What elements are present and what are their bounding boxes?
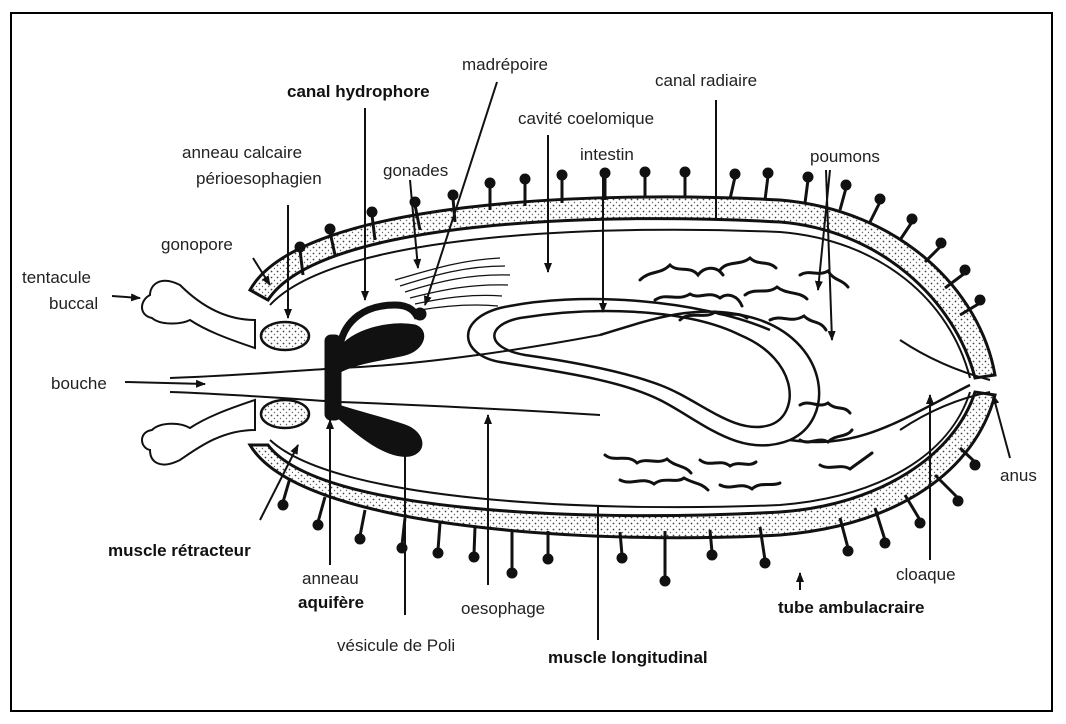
label-intestin: intestin [580, 145, 634, 164]
label-gonades: gonades [383, 161, 448, 180]
label-perioesophagien: périoesophagien [196, 169, 322, 188]
label-bouche: bouche [51, 374, 107, 393]
respiratory-tree-lower [605, 403, 872, 490]
label-gonopore: gonopore [161, 235, 233, 254]
water-vascular-system [325, 305, 426, 456]
label-cloaque: cloaque [896, 565, 956, 584]
label-canal-radiaire: canal radiaire [655, 71, 757, 90]
label-muscle-retracteur: muscle rétracteur [108, 541, 251, 560]
label-madrepoire: madrépoire [462, 55, 548, 74]
buccal-tentacles [142, 281, 255, 465]
calcareous-ring [261, 322, 309, 428]
labels: canal hydrophore madrépoire canal radiai… [22, 55, 1037, 667]
label-cavite-coelomique: cavité coelomique [518, 109, 654, 128]
label-muscle-longitudinal: muscle longitudinal [548, 648, 708, 667]
label-anneau-calcaire: anneau calcaire [182, 143, 302, 162]
label-canal-hydrophore: canal hydrophore [287, 82, 430, 101]
label-vesicule-de-poli: vésicule de Poli [337, 636, 455, 655]
label-aquifere: aquifère [298, 593, 364, 612]
label-buccal: buccal [49, 294, 98, 313]
label-tube-ambulacraire: tube ambulacraire [778, 598, 924, 617]
coelomic-cavity-outline [270, 230, 970, 507]
label-oesophage: oesophage [461, 599, 545, 618]
label-tentacule: tentacule [22, 268, 91, 287]
label-anus: anus [1000, 466, 1037, 485]
label-poumons: poumons [810, 147, 880, 166]
gonads [395, 258, 510, 310]
label-anneau: anneau [302, 569, 359, 588]
intestine-loop [468, 299, 970, 445]
